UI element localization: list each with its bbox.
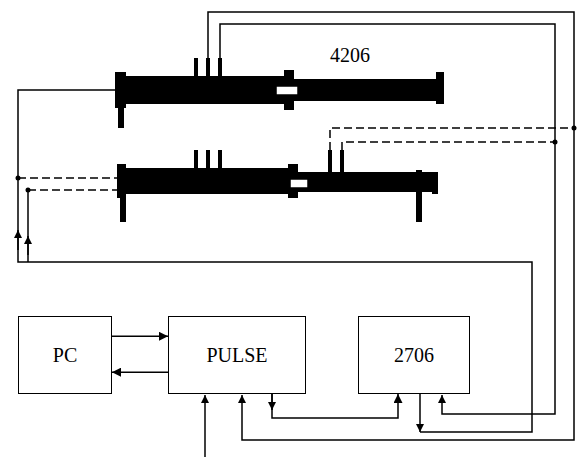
junction-dots	[16, 126, 577, 193]
wires	[18, 12, 574, 457]
box-label: 2706	[394, 344, 434, 366]
lower-exciter	[117, 150, 438, 222]
part-number: 4206	[330, 44, 370, 66]
device-box: PC	[18, 316, 112, 394]
wire-arrow	[27, 236, 29, 255]
signal-line	[112, 371, 168, 373]
device-box: 2706	[358, 316, 470, 394]
box-label: PULSE	[206, 344, 267, 366]
box-label: PC	[53, 344, 77, 366]
wire	[419, 394, 421, 432]
signal-line	[272, 394, 398, 418]
dashed-wire	[18, 178, 120, 190]
dashed-wire	[330, 128, 574, 150]
device-box: PULSE	[168, 316, 306, 394]
upper-exciter	[115, 58, 444, 128]
wire	[27, 190, 29, 262]
wire	[204, 395, 206, 457]
wire-arrow	[17, 230, 19, 250]
signal-line	[112, 336, 168, 338]
